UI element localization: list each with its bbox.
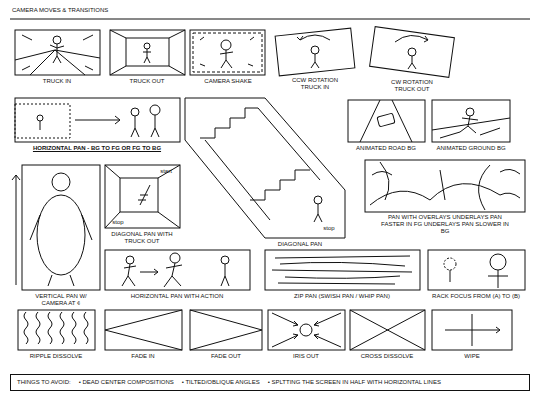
caption-label: CW ROTATION TRUCK OUT bbox=[381, 79, 443, 93]
caption-label: TRUCK IN bbox=[17, 78, 97, 85]
caption-label: CAMERA SHAKE bbox=[193, 78, 263, 85]
caption-label: WIPE bbox=[434, 353, 510, 360]
note-box: THINGS TO AVOID: • DEAD CENTER COMPOSITIO… bbox=[10, 374, 530, 391]
caption-label: IRIS OUT bbox=[268, 353, 344, 360]
note-item: • TILTED/OBLIQUE ANGLES bbox=[182, 379, 260, 386]
caption-label: DIAGONAL PAN WITH TRUCK OUT bbox=[103, 231, 181, 245]
caption-label: RIPPLE DISSOLVE bbox=[18, 353, 94, 360]
caption-label: stop bbox=[108, 219, 128, 226]
caption-label: ANIMATED GROUND BG bbox=[432, 145, 510, 152]
note-heading: THINGS TO AVOID: bbox=[17, 379, 71, 386]
note-item: • DEAD CENTER COMPOSITIONS bbox=[79, 379, 174, 386]
caption-label: RACK FOCUS FROM (A) TO (B) bbox=[427, 293, 525, 300]
caption-label: HORIZONTAL PAN WITH ACTION bbox=[107, 293, 247, 300]
caption-label: ZIP PAN (SWISH PAN / WHIP PAN) bbox=[267, 293, 417, 300]
caption-label: DIAGONAL PAN bbox=[265, 241, 335, 248]
caption-label: FADE IN bbox=[105, 353, 181, 360]
sheet-title: CAMERA MOVES & TRANSITIONS bbox=[12, 7, 111, 13]
caption-label: stop bbox=[319, 225, 339, 232]
caption-label: VERTICAL PAN W/ CAMERA AT ¢ bbox=[23, 293, 99, 307]
caption-label: CCW ROTATION TRUCK IN bbox=[284, 77, 346, 91]
caption-label: ANIMATED ROAD BG bbox=[348, 145, 424, 152]
caption-label: FADE OUT bbox=[191, 353, 261, 360]
caption-label: HORIZONTAL PAN - BG TO FG OR FG TO BG bbox=[13, 145, 181, 152]
caption-label: TRUCK OUT bbox=[112, 78, 182, 85]
caption-label: CROSS DISSOLVE bbox=[350, 353, 424, 360]
caption-label: start bbox=[156, 168, 176, 175]
note-item: • SPLTTING THE SCREEN IN HALF WITH HORIZ… bbox=[268, 379, 441, 386]
caption-label: PAN WITH OVERLAYS UNDERLAYS PAN FASTER I… bbox=[380, 214, 510, 235]
